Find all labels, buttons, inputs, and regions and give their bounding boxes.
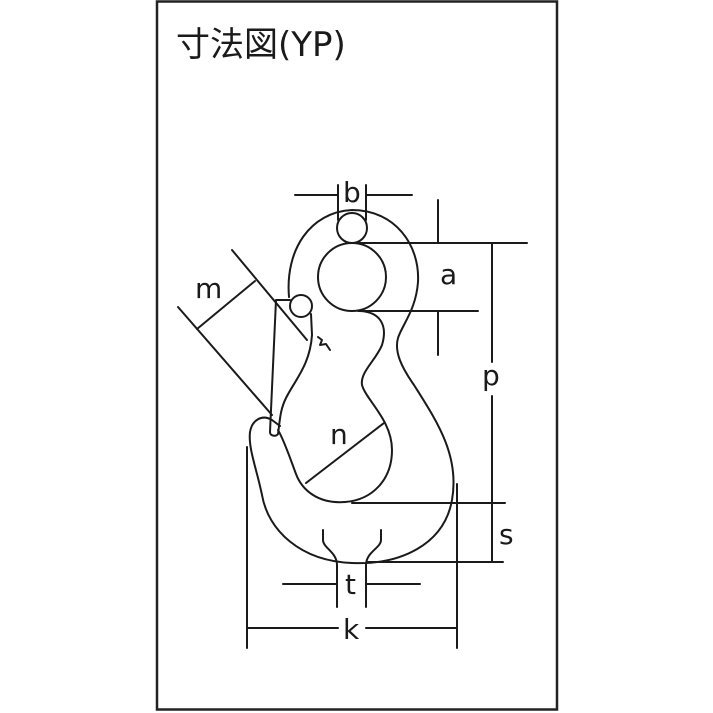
latch-notch [317,336,331,351]
page-title: 寸法図(YP) [176,25,346,65]
label-a: a [440,258,457,291]
safety-latch [269,294,313,437]
latch-plate [269,299,313,437]
label-t: t [345,568,356,601]
label-b: b [343,176,361,209]
hook-inner-contour [277,310,393,504]
label-k: k [343,613,360,646]
label-s: s [499,518,514,551]
eye-large-circle [317,242,387,312]
latch-pin-circle [289,294,313,318]
label-p: p [482,359,500,392]
label-m: m [195,272,222,305]
dimension-n: n [305,418,385,484]
dimension-s: s [351,502,514,563]
hook-body [248,209,455,565]
dimension-m: m [177,249,308,416]
dimension-p: p [482,242,500,563]
diagram-frame [155,0,559,711]
dimension-a: a [357,199,528,356]
dimension-b: b [294,176,413,221]
dimension-k: k [246,446,458,649]
hook-outer-contour [248,209,455,565]
label-n: n [330,418,348,451]
dimension-t: t [282,529,421,608]
